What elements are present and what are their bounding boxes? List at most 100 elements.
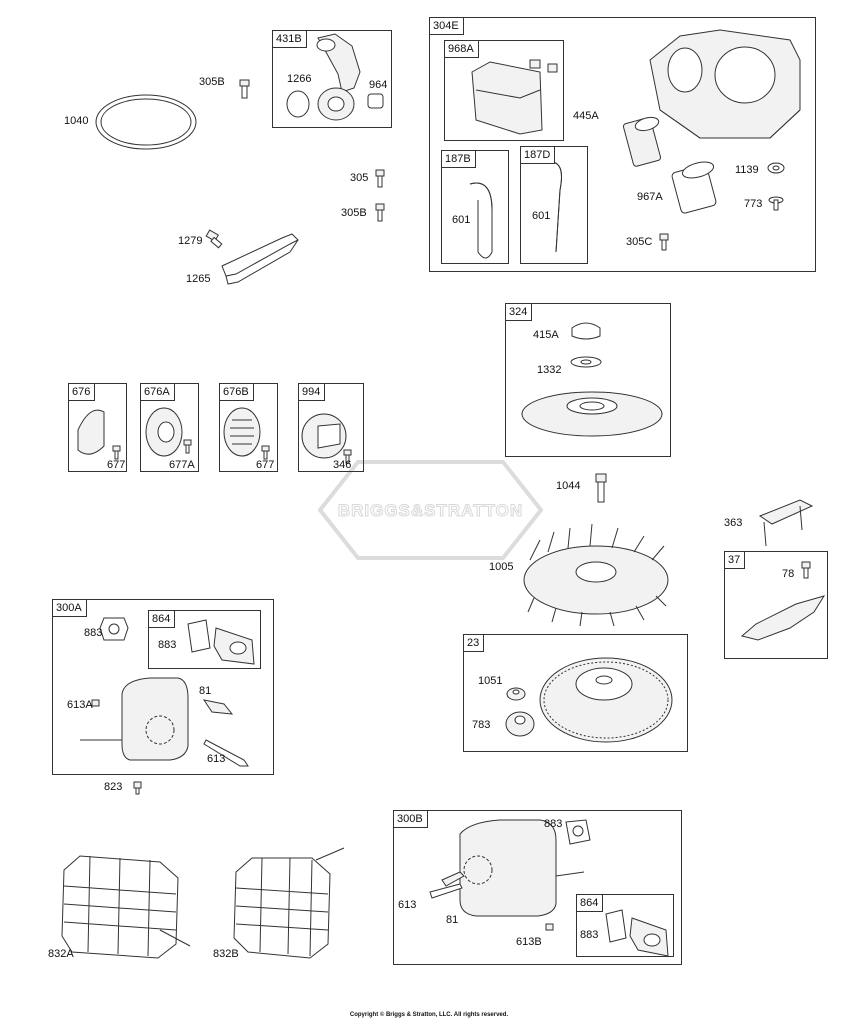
pin-773-drawing (768, 196, 784, 211)
part-label-773: 773 (744, 198, 763, 210)
part-label-601: 601 (452, 214, 471, 226)
muffler-300A-drawing (80, 617, 249, 795)
group-23: 23 (463, 634, 688, 752)
part-label-783: 783 (472, 719, 491, 731)
part-label-677: 677 (256, 459, 275, 471)
group-304E: 304E (429, 17, 816, 272)
ring-1040-drawing (95, 94, 197, 150)
part-label-677A: 677A (169, 459, 195, 471)
group-676B: 676B (219, 383, 278, 472)
screw-305B-drawing (239, 79, 250, 99)
part-label-1040: 1040 (64, 115, 89, 127)
group-tag: 676A (140, 383, 175, 401)
group-tag: 37 (724, 551, 746, 569)
part-label-832B: 832B (213, 948, 239, 960)
group-864b: 864 (576, 894, 674, 957)
part-label-967A: 967A (637, 191, 663, 203)
plate-676B-drawing (223, 407, 270, 460)
flange-864b-drawing (605, 909, 669, 957)
watermark-hexagon-icon (318, 460, 543, 560)
group-tag: 23 (463, 634, 485, 652)
part-label-1044: 1044 (556, 480, 581, 492)
group-tag: 304E (429, 17, 464, 35)
group-tag: 968A (444, 40, 479, 58)
washer-1051-drawing (506, 687, 526, 701)
screw-305C-drawing (659, 233, 669, 251)
group-864a: 864 (148, 610, 261, 669)
filter-element-445A-drawing (622, 116, 662, 167)
group-676: 676 (68, 383, 127, 472)
part-label-613: 613 (398, 899, 417, 911)
part-label-677: 677 (107, 459, 126, 471)
watermark: BRIGGS&STRATTON (318, 460, 543, 560)
part-label-1266: 1266 (287, 73, 312, 85)
plate-676A-drawing (145, 407, 192, 457)
screw-305-drawing (375, 169, 385, 188)
plate-994-drawing (301, 413, 352, 464)
part-label-305B: 305B (341, 207, 367, 219)
part-label-81: 81 (446, 914, 459, 926)
group-37: 37 (724, 551, 828, 659)
guard-832B-drawing (233, 847, 345, 959)
group-676A: 676A (140, 383, 199, 472)
part-label-1139: 1139 (735, 164, 759, 176)
group-tag: 676 (68, 383, 96, 401)
group-tag: 324 (505, 303, 533, 321)
fan-1005-drawing (523, 523, 669, 627)
plate-676-drawing (77, 409, 121, 460)
copyright-notice: Copyright © Briggs & Stratton, LLC. All … (349, 1012, 509, 1018)
part-label-81: 81 (199, 685, 212, 697)
gear-783-drawing (505, 711, 535, 737)
part-label-1051: 1051 (478, 675, 503, 687)
group-300B: 300B (393, 810, 682, 965)
washer-1139-drawing (767, 162, 785, 174)
part-label-363: 363 (724, 517, 743, 529)
part-label-445A: 445A (573, 110, 599, 122)
part-label-832A: 832A (48, 948, 74, 960)
group-tag: 864 (576, 894, 604, 912)
cover-324-drawing (521, 322, 663, 437)
group-tag: 431B (272, 30, 307, 48)
guard-832A-drawing (61, 855, 191, 959)
group-tag: 187D (520, 146, 556, 164)
group-tag: 676B (219, 383, 254, 401)
bolt-1044-drawing (595, 473, 607, 503)
part-label-883: 883 (158, 639, 177, 651)
group-tag: 300B (393, 810, 428, 828)
group-300A: 300A (52, 599, 274, 775)
shield-37-drawing (740, 595, 826, 641)
group-968A: 968A (444, 40, 564, 141)
tube-187B-drawing (469, 182, 493, 259)
screw-1279-drawing (205, 229, 223, 249)
part-label-883: 883 (84, 627, 103, 639)
part-label-78: 78 (782, 568, 795, 580)
part-label-823: 823 (104, 781, 123, 793)
part-label-613: 613 (207, 753, 226, 765)
flange-864a-drawing (187, 619, 255, 665)
part-label-883: 883 (544, 818, 563, 830)
group-tag: 994 (298, 383, 326, 401)
watermark-text: BRIGGS&STRATTON (337, 501, 524, 521)
group-187B: 187B (441, 150, 509, 264)
part-label-1279: 1279 (178, 235, 203, 247)
part-label-1332: 1332 (537, 364, 562, 376)
group-tag: 300A (52, 599, 87, 617)
part-label-883: 883 (580, 929, 599, 941)
group-tag: 187B (441, 150, 476, 168)
muffler-300B-drawing (429, 819, 591, 931)
part-label-305C: 305C (626, 236, 653, 248)
part-label-613B: 613B (516, 936, 542, 948)
bracket-1265-drawing (221, 233, 299, 285)
group-324: 324 (505, 303, 671, 457)
flywheel-23-drawing (539, 657, 673, 743)
air-filter-968A-drawing (471, 59, 558, 135)
group-994: 994 (298, 383, 364, 472)
part-label-415A: 415A (533, 329, 559, 341)
precleaner-967A-drawing (671, 161, 717, 214)
blower-housing-304E-drawing (649, 29, 801, 139)
screw-78-drawing (801, 561, 811, 579)
part-label-305: 305 (350, 172, 369, 184)
part-label-305B: 305B (199, 76, 225, 88)
group-187D: 187D (520, 146, 588, 264)
part-label-346: 346 (333, 459, 352, 471)
